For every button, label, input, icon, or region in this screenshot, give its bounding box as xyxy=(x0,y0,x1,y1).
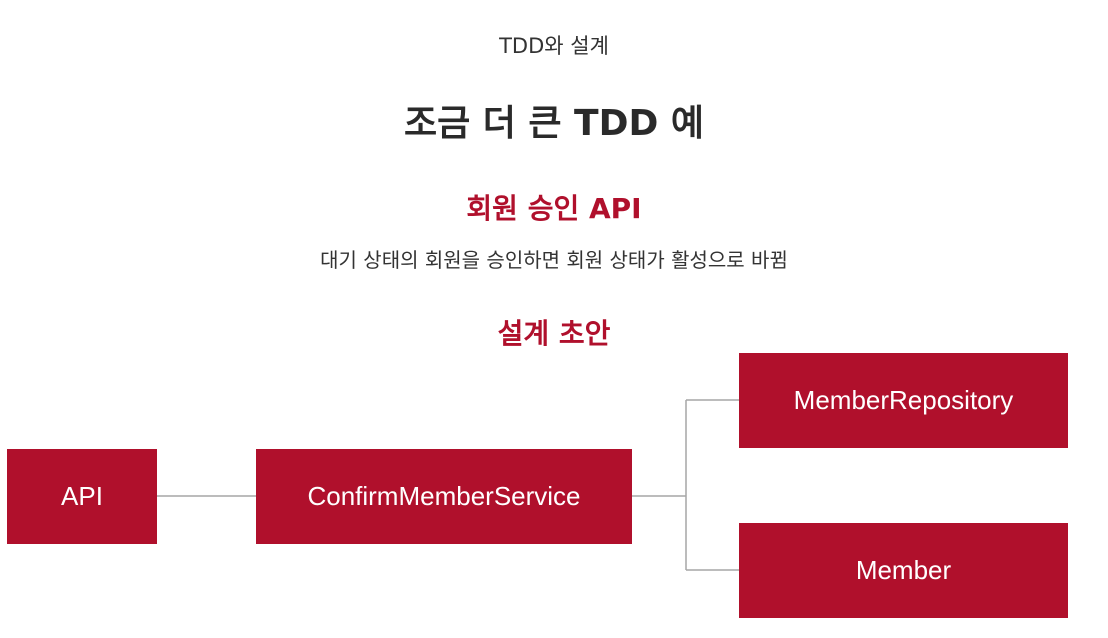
section-label: TDD와 설계 xyxy=(499,34,609,58)
confirm-member-service-node: ConfirmMemberService xyxy=(256,449,632,544)
design-title: 설계 초안 xyxy=(497,317,611,350)
member-repository-node-label: MemberRepository xyxy=(793,385,1014,415)
member-node: Member xyxy=(739,523,1068,618)
member-repository-node: MemberRepository xyxy=(739,353,1068,448)
slide-title: 조금 더 큰 TDD 예 xyxy=(403,103,705,144)
topic-description: 대기 상태의 회원을 승인하면 회원 상태가 활성으로 바뀜 xyxy=(320,248,788,272)
member-node-label: Member xyxy=(855,555,952,585)
topic-title: 회원 승인 API xyxy=(466,192,642,225)
api-node: API xyxy=(7,449,157,544)
confirm-member-service-node-label: ConfirmMemberService xyxy=(307,481,581,511)
api-node-label: API xyxy=(61,481,103,511)
